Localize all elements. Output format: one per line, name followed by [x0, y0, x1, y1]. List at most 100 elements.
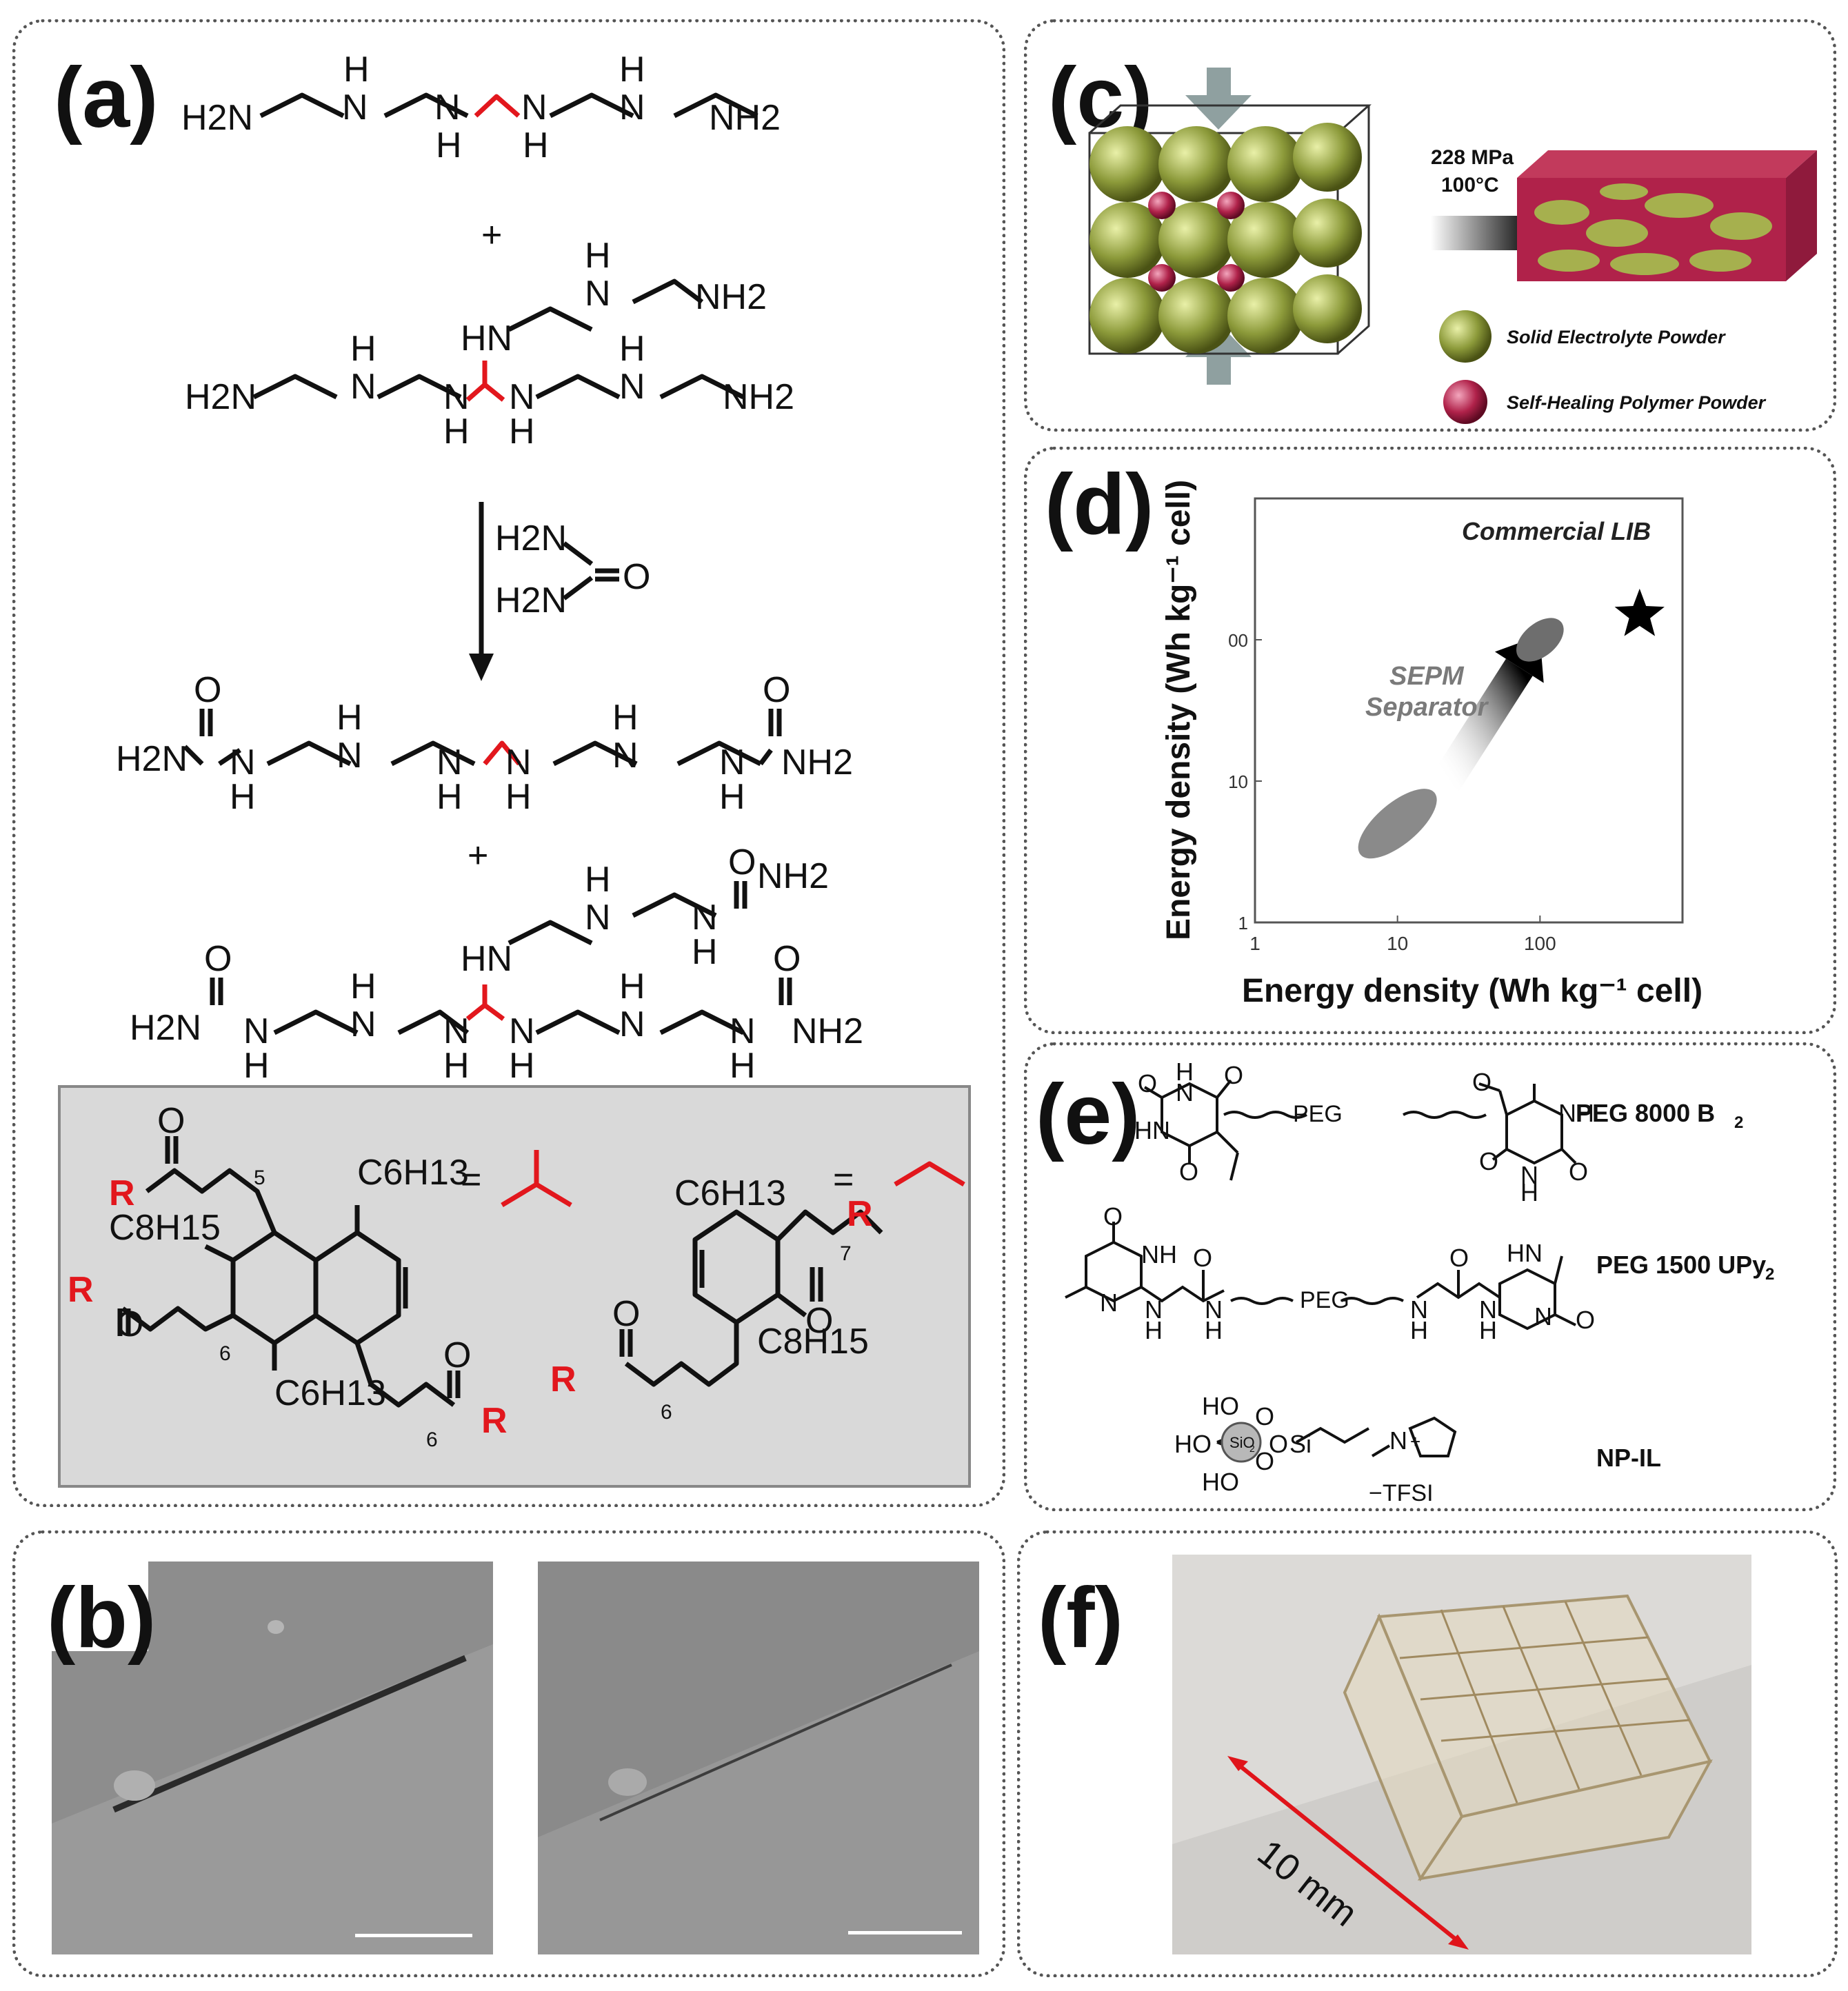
svg-text:H2N: H2N — [495, 518, 567, 558]
panel-f-label: (f) — [1038, 1570, 1123, 1666]
svg-text:H: H — [730, 1046, 756, 1086]
svg-text:HN: HN — [461, 939, 512, 979]
svg-text:228 MPa: 228 MPa — [1431, 146, 1514, 169]
svg-text:6: 6 — [219, 1342, 231, 1365]
sem-micrograph-before — [52, 1562, 493, 1954]
panel-e-structures: O H N O HN O O NH O N H O O NH N N H O N… — [1065, 1058, 1774, 1506]
scale-bar — [848, 1931, 962, 1934]
svg-text:NH2: NH2 — [792, 1011, 863, 1051]
svg-text:R: R — [481, 1401, 508, 1441]
svg-text:N: N — [509, 1011, 535, 1051]
svg-text:H: H — [509, 412, 535, 452]
annotation-commercial-lib: Commercial LIB — [1462, 517, 1651, 545]
svg-text:H: H — [230, 777, 256, 817]
svg-text:O: O — [805, 1301, 833, 1341]
svg-text:NH2: NH2 — [781, 742, 853, 782]
printed-scaffold-photo: 10 mm — [1172, 1555, 1751, 1954]
electrolyte-spheres — [1089, 123, 1362, 354]
commercial-lib-star — [1614, 588, 1665, 636]
svg-text:SiO: SiO — [1229, 1434, 1255, 1451]
plus-sign-2: + — [468, 836, 488, 876]
panel-a — [12, 19, 1005, 1507]
svg-text:2: 2 — [1765, 1265, 1774, 1284]
svg-text:H: H — [619, 967, 645, 1007]
panel-e — [1024, 1042, 1836, 1511]
svg-text:R: R — [847, 1194, 873, 1234]
svg-text:O: O — [612, 1294, 640, 1334]
mark-layer — [1358, 588, 1665, 859]
svg-text:+: + — [1410, 1431, 1420, 1452]
svg-text:H: H — [1520, 1178, 1538, 1206]
press-arrow-top — [1185, 68, 1252, 130]
svg-text:N: N — [1176, 1078, 1194, 1106]
y-tick-label-1: 10 — [1228, 771, 1248, 792]
svg-text:N: N — [612, 736, 639, 776]
svg-text:C8H15: C8H15 — [757, 1322, 869, 1362]
svg-text:O: O — [1193, 1244, 1212, 1272]
svg-text:HO: HO — [1174, 1430, 1212, 1458]
svg-text:O: O — [1449, 1244, 1469, 1272]
svg-text:H: H — [1145, 1316, 1163, 1344]
svg-text:H: H — [350, 967, 376, 1007]
panel-b — [12, 1530, 1005, 1977]
svg-text:H2N: H2N — [181, 98, 253, 138]
svg-text:H: H — [1176, 1058, 1194, 1086]
y-tick-label-2: 00 — [1228, 630, 1248, 651]
svg-text:NH2: NH2 — [695, 277, 767, 317]
svg-text:O: O — [728, 842, 756, 882]
svg-text:H: H — [612, 698, 639, 738]
svg-text:H: H — [243, 1046, 270, 1086]
polyamine-chain-1 — [259, 92, 345, 119]
polymer-spheres — [1148, 192, 1245, 292]
svg-text:O: O — [1576, 1306, 1595, 1334]
svg-text:NH: NH — [1558, 1099, 1594, 1127]
cold-press-schematic: 228 MPa 100°C Solid Electrolyte Powder S… — [1088, 68, 1817, 424]
svg-text:N: N — [730, 1011, 756, 1051]
svg-text:H: H — [1410, 1316, 1428, 1344]
svg-text:N: N — [434, 88, 461, 128]
svg-text:HO: HO — [1202, 1468, 1239, 1496]
svg-text:2: 2 — [1249, 1443, 1255, 1454]
fatty-acid-box — [58, 1085, 971, 1488]
svg-text:N: N — [342, 88, 368, 128]
silica-nanoparticle — [1221, 1422, 1262, 1463]
svg-text:PEG: PEG — [1293, 1101, 1343, 1127]
svg-text:N: N — [1205, 1295, 1223, 1324]
label-peg-b2: PEG 8000 B — [1576, 1099, 1715, 1127]
svg-text:C6H13: C6H13 — [274, 1373, 386, 1413]
svg-text:N: N — [230, 742, 256, 782]
plus-sign-1: + — [481, 215, 502, 255]
svg-text:O: O — [1179, 1158, 1198, 1186]
svg-text:Self-Healing Polymer Powder: Self-Healing Polymer Powder — [1507, 392, 1767, 413]
svg-text:R: R — [550, 1360, 576, 1399]
svg-text:N: N — [1479, 1295, 1497, 1324]
svg-text:HN: HN — [461, 319, 512, 358]
svg-text:H: H — [719, 777, 745, 817]
x-tick-label-2: 100 — [1524, 933, 1556, 954]
svg-text:H: H — [505, 777, 532, 817]
svg-text:7: 7 — [840, 1242, 852, 1265]
legend-polymer-marker — [1443, 380, 1487, 424]
plot-area — [1254, 497, 1684, 924]
panel-b-label: (b) — [47, 1570, 157, 1666]
target-region — [1516, 618, 1564, 662]
svg-text:N: N — [1100, 1288, 1118, 1317]
svg-text:N: N — [243, 1011, 270, 1051]
svg-text:C6H13: C6H13 — [357, 1153, 469, 1193]
panel-e-label: (e) — [1036, 1067, 1141, 1162]
svg-text:6: 6 — [661, 1401, 672, 1424]
svg-text:H2N: H2N — [495, 580, 567, 620]
svg-text:N: N — [619, 1004, 645, 1044]
svg-text:−TFSI: −TFSI — [1369, 1480, 1434, 1506]
x-tick-label-0: 1 — [1249, 933, 1261, 954]
svg-text:N: N — [443, 1011, 470, 1051]
equals-sign-1: = — [461, 1160, 481, 1200]
svg-text:H: H — [619, 329, 645, 369]
svg-text:O: O — [623, 557, 650, 597]
composite-block — [1517, 150, 1817, 281]
svg-text:N: N — [585, 898, 611, 938]
sepm-separator-region — [1358, 789, 1437, 859]
svg-text:R: R — [68, 1270, 94, 1310]
x-tick-label-1: 10 — [1387, 933, 1408, 954]
